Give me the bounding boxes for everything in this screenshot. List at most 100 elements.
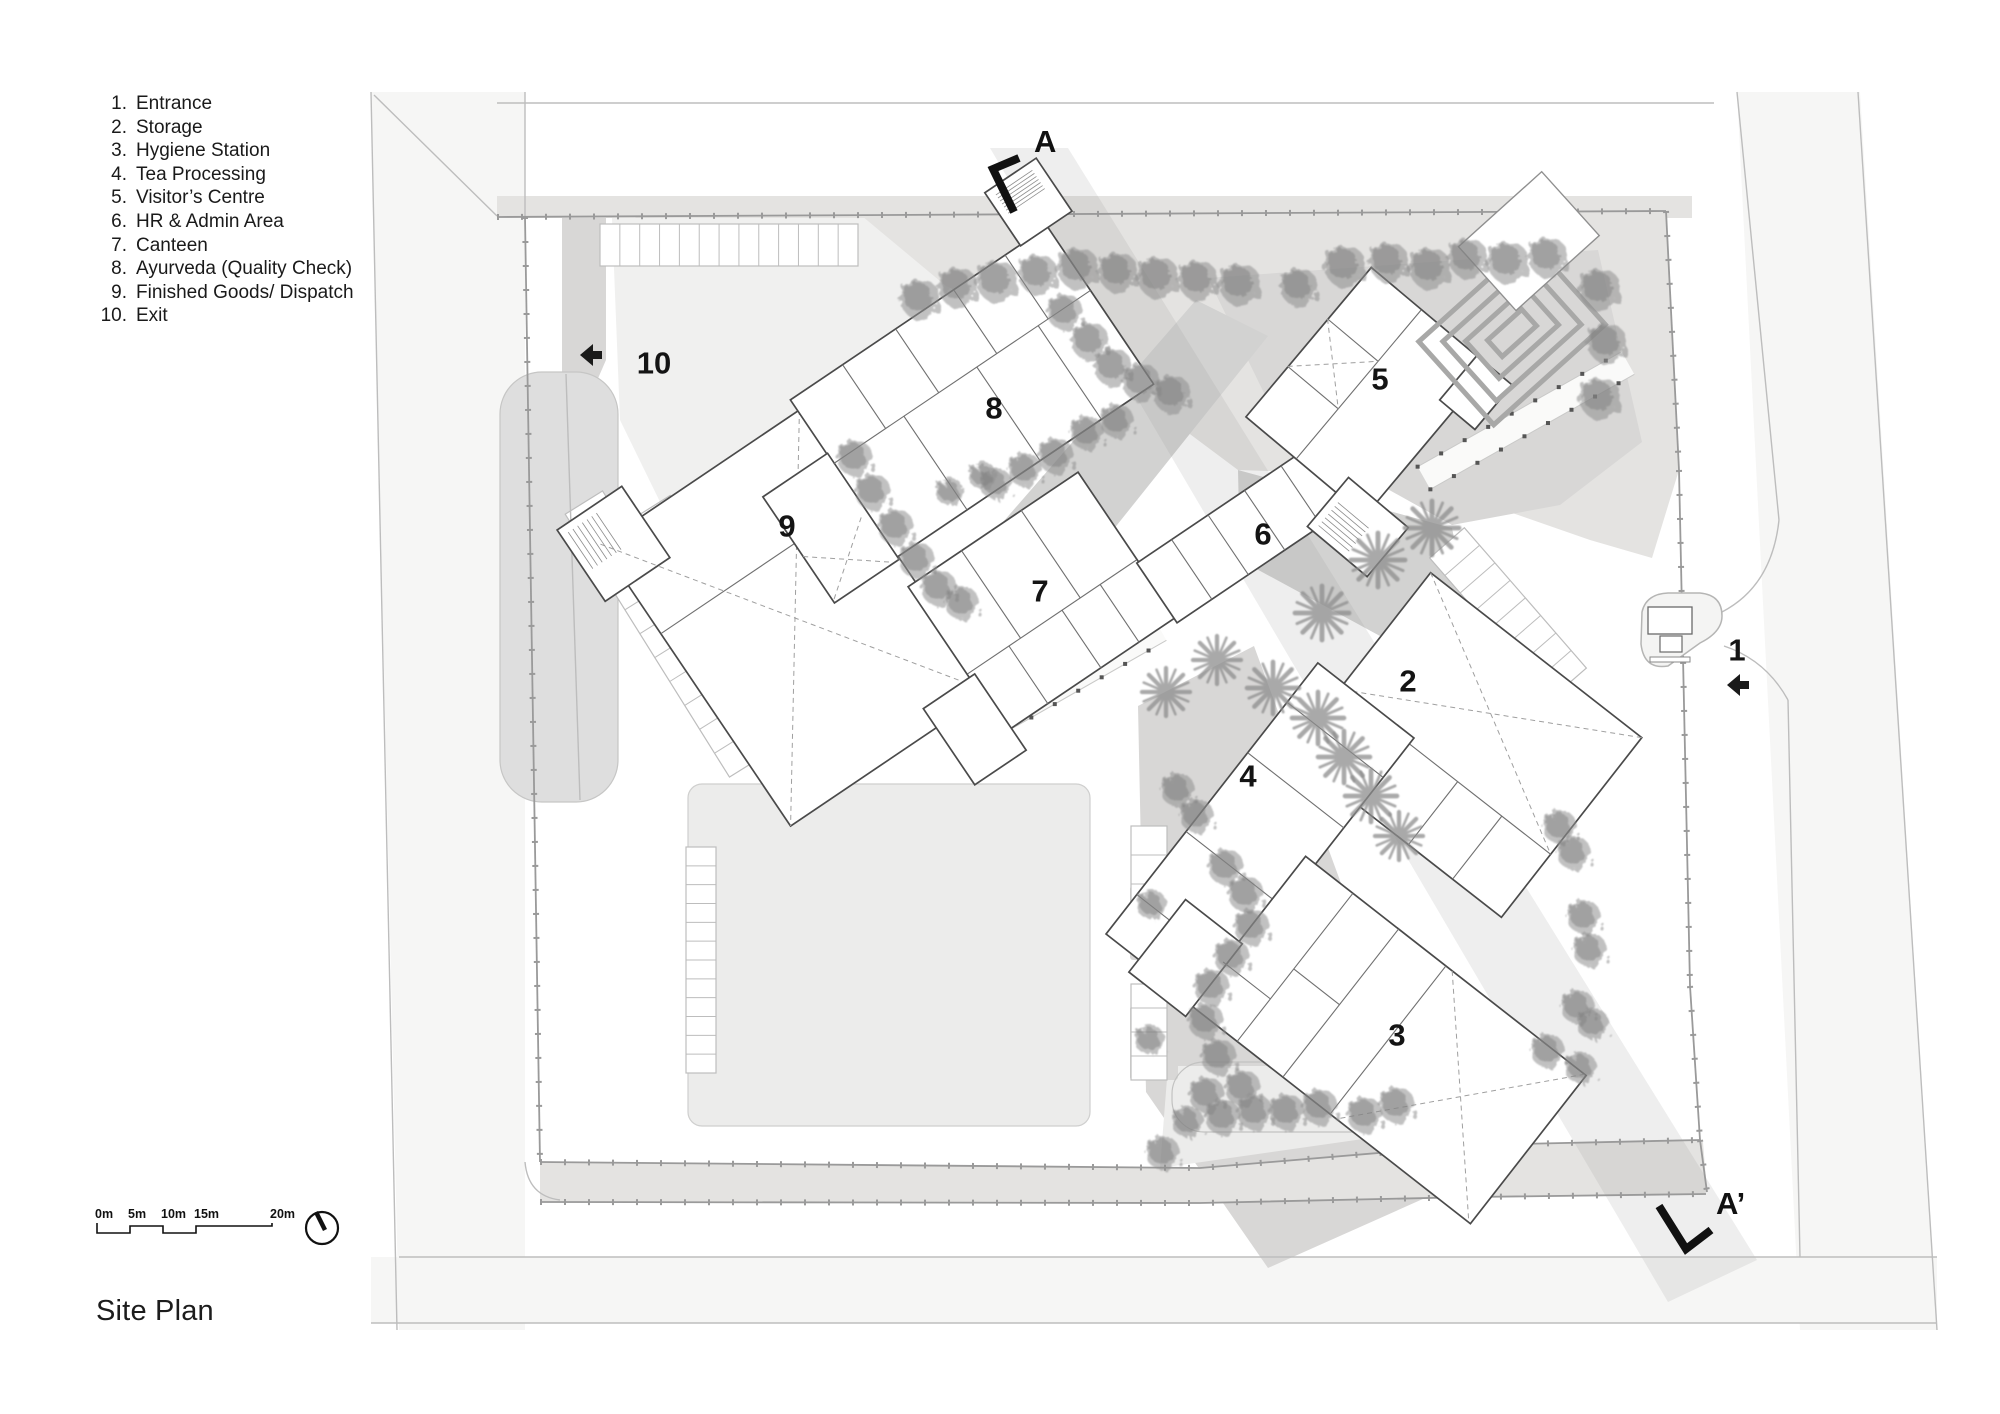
tree xyxy=(1487,241,1529,283)
legend-item: 9. Finished Goods/ Dispatch xyxy=(95,281,354,305)
scale-label: 0m xyxy=(95,1207,113,1221)
section-marker-a-label: A xyxy=(1034,124,1056,159)
tree xyxy=(1137,890,1167,920)
tree xyxy=(1228,876,1264,912)
legend-item-label: Finished Goods/ Dispatch xyxy=(136,281,354,303)
legend-item-label: Entrance xyxy=(136,93,213,114)
legend-item-number: 1. xyxy=(111,93,127,114)
plan-label-1: 1 xyxy=(1728,633,1745,668)
scale-label: 5m xyxy=(128,1207,146,1221)
tree xyxy=(1528,237,1568,277)
tree xyxy=(1194,969,1230,1005)
gatehouse xyxy=(1647,606,1693,635)
column xyxy=(1533,398,1538,403)
palm-tree xyxy=(1193,636,1241,684)
column xyxy=(1428,487,1433,492)
tree xyxy=(1038,438,1074,474)
plan-label-10: 10 xyxy=(637,346,671,381)
legend-item: 3.Hygiene Station xyxy=(95,139,354,163)
legend-item: 8.Ayurveda (Quality Check) xyxy=(95,257,354,281)
tree xyxy=(976,260,1018,302)
tree xyxy=(1214,939,1250,975)
tree xyxy=(1234,909,1270,945)
column xyxy=(1146,648,1151,653)
tree xyxy=(1135,1025,1165,1055)
palm-tree xyxy=(1375,812,1423,860)
tree xyxy=(938,267,978,307)
tree xyxy=(878,509,914,545)
tree xyxy=(1057,247,1099,289)
road xyxy=(1737,92,1937,1330)
tree xyxy=(1180,799,1214,833)
column xyxy=(1439,451,1444,456)
tree xyxy=(1347,1097,1383,1133)
tree xyxy=(1208,849,1244,885)
tree xyxy=(899,542,935,578)
scale-label: 20m xyxy=(270,1207,295,1221)
legend-item: 5.Visitor’s Centre xyxy=(95,186,354,210)
roads xyxy=(371,92,1937,1330)
tree xyxy=(1153,375,1191,413)
tree xyxy=(1008,453,1042,487)
tree xyxy=(1018,254,1058,294)
palm-tree xyxy=(1351,533,1405,587)
tree xyxy=(1098,252,1138,292)
plan-label-4: 4 xyxy=(1239,759,1257,794)
plan-label-2: 2 xyxy=(1399,664,1416,699)
palm-tree xyxy=(1405,501,1459,555)
column xyxy=(1556,385,1561,390)
tree xyxy=(1579,377,1621,419)
tree xyxy=(1587,323,1627,363)
trees xyxy=(837,237,1627,1170)
legend-item-label: Hygiene Station xyxy=(136,140,271,162)
palm-tree xyxy=(1295,586,1349,640)
legend-item-number: 4. xyxy=(111,163,127,185)
section-marker-a-prime xyxy=(1655,1203,1714,1255)
se-corner xyxy=(1620,1142,1707,1196)
tree xyxy=(1557,836,1591,870)
column xyxy=(1052,702,1057,707)
column xyxy=(1415,464,1420,469)
tree xyxy=(1369,242,1409,282)
building-7 xyxy=(906,470,1178,787)
legend-item: 10.Exit xyxy=(95,304,354,328)
road-lines xyxy=(370,91,1938,1331)
road xyxy=(371,1257,1937,1323)
column xyxy=(1545,421,1550,426)
legend-item-label: Storage xyxy=(136,116,203,138)
tree xyxy=(1137,256,1179,298)
tree xyxy=(900,279,940,319)
plan-label-6: 6 xyxy=(1254,517,1271,552)
plan-label-3: 3 xyxy=(1388,1018,1405,1053)
tree xyxy=(1100,404,1134,438)
tree xyxy=(1567,900,1601,934)
tree xyxy=(1579,268,1621,310)
column xyxy=(1451,474,1456,479)
column xyxy=(1475,460,1480,465)
entrance-arrow xyxy=(1727,674,1749,696)
tree xyxy=(1205,1099,1241,1135)
legend-item-number: 9. xyxy=(111,281,127,303)
legend-item-label: HR & Admin Area xyxy=(136,210,284,232)
section-marker-a xyxy=(987,154,1021,214)
tree xyxy=(1280,268,1318,306)
tree xyxy=(1071,322,1109,360)
tree xyxy=(1188,1003,1224,1039)
palm-tree xyxy=(1142,668,1190,716)
legend-item-number: 2. xyxy=(111,116,127,138)
exit-arrow xyxy=(580,344,602,366)
tree xyxy=(1201,1039,1237,1075)
plan-label-8: 8 xyxy=(985,391,1002,426)
legend-item: 6.HR & Admin Area xyxy=(95,210,354,234)
column xyxy=(1123,661,1128,666)
column xyxy=(1580,371,1585,376)
north-arrow xyxy=(304,1210,340,1246)
column xyxy=(1029,715,1034,720)
tree xyxy=(1409,247,1451,289)
legend-item-number: 10. xyxy=(100,305,127,327)
tree xyxy=(1094,348,1132,386)
legend-item: 7.Canteen xyxy=(95,234,354,258)
legend: 1. Entrance 2. Storage 3.Hygiene Station 4… xyxy=(95,92,354,328)
